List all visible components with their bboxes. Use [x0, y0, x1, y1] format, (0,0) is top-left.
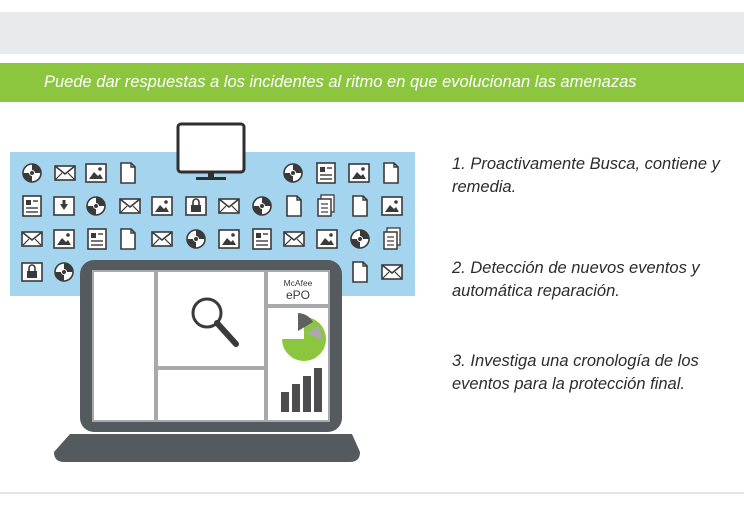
step-3: 3. Investiga una cronología de los event…: [452, 350, 737, 396]
disc-icon: [86, 196, 106, 216]
top-gray-bar: [0, 12, 744, 54]
step-2-number: 2.: [452, 259, 466, 277]
disc-icon: [252, 196, 272, 216]
disc-icon: [186, 229, 206, 249]
disc-icon: [283, 163, 303, 183]
step-1-text: Proactivamente Busca, contiene y remedia…: [452, 155, 720, 196]
document-icon: [383, 162, 399, 184]
step-2-text: Detección de nuevos eventos y automática…: [452, 259, 700, 300]
step-3-number: 3.: [452, 352, 466, 370]
envelope-icon: [381, 264, 403, 280]
brand-line-1: McAfee: [284, 278, 313, 288]
panel-sidebar: [94, 272, 154, 420]
search-icon: [191, 297, 239, 347]
disc-icon: [54, 262, 74, 282]
disc-icon: [350, 229, 370, 249]
download-icon: [53, 196, 75, 216]
file-stack-icon: [317, 194, 335, 217]
id-card-icon: [22, 195, 42, 217]
id-card-icon: [87, 228, 107, 250]
image-icon: [316, 229, 338, 249]
envelope-icon: [21, 231, 43, 247]
bottom-divider: [0, 492, 744, 494]
step-3-text: Investiga una cronología de los eventos …: [452, 352, 699, 393]
laptop-base: [54, 434, 360, 462]
step-2: 2. Detección de nuevos eventos y automát…: [452, 257, 737, 303]
headline-banner: Puede dar respuestas a los incidentes al…: [0, 63, 744, 102]
step-1-number: 1.: [452, 155, 466, 173]
pie-chart-icon: [281, 313, 326, 361]
monitor-icon: [176, 122, 246, 180]
lock-icon: [185, 196, 207, 216]
image-icon: [218, 229, 240, 249]
envelope-icon: [218, 198, 240, 214]
image-icon: [151, 196, 173, 216]
document-icon: [352, 195, 368, 217]
document-icon: [286, 195, 302, 217]
brand-line-2: ePO: [286, 288, 310, 302]
disc-icon: [22, 163, 42, 183]
laptop: [54, 260, 360, 462]
bar-chart-icon: [281, 368, 322, 412]
envelope-icon: [151, 231, 173, 247]
id-card-icon: [316, 162, 336, 184]
envelope-icon: [119, 198, 141, 214]
document-icon: [120, 162, 136, 184]
step-1: 1. Proactivamente Busca, contiene y reme…: [452, 153, 737, 199]
envelope-icon: [54, 165, 76, 181]
image-icon: [348, 163, 370, 183]
document-icon: [352, 261, 368, 283]
image-icon: [53, 229, 75, 249]
image-icon: [381, 196, 403, 216]
image-icon: [85, 163, 107, 183]
panel-search: [158, 272, 264, 366]
id-card-icon: [252, 228, 272, 250]
panel-bottom: [158, 370, 264, 420]
panel-brand: [268, 272, 328, 304]
file-stack-icon: [383, 227, 401, 250]
envelope-icon: [283, 231, 305, 247]
lock-icon: [21, 262, 43, 282]
document-icon: [120, 228, 136, 250]
